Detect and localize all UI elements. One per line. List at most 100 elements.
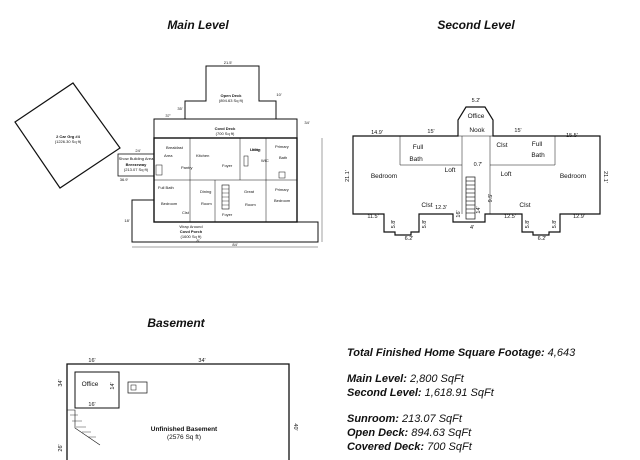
- room-label: Bedroom: [371, 173, 397, 180]
- total-sqft-value: 4,643: [547, 347, 576, 359]
- room-label: Full: [413, 144, 424, 151]
- sunroom-sqft-row: Sunroom: 213.07 SqFt: [347, 412, 575, 426]
- dim-label: 18': [124, 218, 129, 223]
- room-label: Room: [201, 201, 212, 206]
- open-deck-sqft-value: 894.63 SqFt: [411, 427, 472, 439]
- dim-label: 21.1': [345, 170, 351, 182]
- porch-outline: [131, 199, 319, 243]
- dim-label: 12.3': [435, 205, 447, 211]
- room-label: Office: [468, 113, 485, 120]
- basement-office-label: Office: [82, 381, 99, 388]
- room-label: Area: [164, 153, 173, 158]
- dim-label: 16': [456, 210, 462, 217]
- dim-label: 16': [88, 402, 95, 408]
- covered-deck-sqft-row: Covered Deck: 700 SqFt: [347, 440, 575, 454]
- unfinished-basement-area: (2576 Sq ft): [167, 434, 201, 441]
- room-label: Bedroom: [161, 201, 178, 206]
- dim-label: 10': [276, 92, 281, 97]
- main-level-plan: [14, 65, 323, 248]
- sunroom-sqft-value: 213.07 SqFt: [402, 413, 462, 425]
- dim-label: 40': [292, 423, 298, 430]
- dim-label: 16': [88, 358, 95, 364]
- porch-area-label: (1600 Sq ft): [181, 234, 203, 239]
- dim-label: 37': [165, 113, 170, 118]
- dim-label: 34': [58, 379, 64, 386]
- dim-label: 15.5': [566, 133, 578, 139]
- dim-label: 15': [514, 128, 521, 134]
- second-level-labels: Office Nook Full Bath Clst Full Bath Bed…: [345, 98, 608, 242]
- room-label: Foyer: [222, 163, 233, 168]
- unfinished-basement-label: Unfinished Basement: [151, 426, 218, 433]
- dim-label: 12.5': [504, 214, 516, 220]
- main-level-title: Main Level: [167, 18, 229, 32]
- dim-label: 8': [197, 238, 200, 243]
- second-level-sqft-row: Second Level: 1,618.91 SqFt: [347, 386, 575, 400]
- porch-note: Wrap Around: [179, 224, 202, 229]
- dim-label: 21.5': [224, 60, 233, 65]
- room-label: Kitchen: [196, 153, 209, 158]
- room-label: Bath: [279, 155, 287, 160]
- dim-label: 26': [58, 444, 64, 451]
- dim-label: 36.9': [120, 177, 129, 182]
- dim-label: 11.5': [367, 214, 378, 220]
- dim-label: 21.1': [602, 171, 608, 183]
- room-label: Clst: [496, 142, 507, 149]
- dim-label: 5.8': [391, 220, 397, 229]
- basement-stairs: [67, 409, 101, 446]
- second-level-sqft-value: 1,618.91 SqFt: [424, 387, 494, 399]
- dim-label: 24': [135, 148, 140, 153]
- room-label: Primary: [275, 144, 289, 149]
- dim-label: 5.8': [552, 220, 558, 229]
- basement-title: Basement: [147, 316, 205, 330]
- room-label: Great: [244, 189, 255, 194]
- room-label: Dining: [200, 189, 211, 194]
- dim-label: 84': [232, 242, 237, 247]
- basement-outline: [66, 363, 290, 460]
- main-level-labels: 2 Car Grg #4 (1226.30 Sq ft) Open Deck (…: [55, 60, 310, 247]
- room-label: Primary: [275, 187, 289, 192]
- dim-label: 0.7': [474, 162, 483, 168]
- sunroom-sqft-label: Sunroom:: [347, 413, 399, 425]
- dim-label: 6.2': [538, 236, 547, 242]
- dim-label: 5.8': [525, 220, 531, 229]
- porch-label: Covd Porch: [180, 229, 203, 234]
- second-level-sqft-label: Second Level:: [347, 387, 422, 399]
- room-label: Nook: [469, 127, 485, 134]
- room-label: Loft: [445, 167, 456, 174]
- dim-label: 15': [427, 129, 434, 135]
- dim-label: 5.8': [422, 220, 428, 229]
- dim-label: 9.5': [488, 194, 494, 203]
- room-label: Full: [532, 141, 543, 148]
- dim-label: 34': [304, 120, 309, 125]
- room-label: Bedroom: [274, 198, 291, 203]
- open-deck-sqft-row: Open Deck: 894.63 SqFt: [347, 426, 575, 440]
- dim-label: 14.9': [371, 130, 383, 136]
- fixture: [243, 155, 249, 167]
- dim-label: 35': [177, 106, 182, 111]
- main-level-sqft-row: Main Level: 2,800 SqFt: [347, 372, 575, 386]
- total-sqft-row: Total Finished Home Square Footage: 4,64…: [347, 346, 575, 360]
- room-label: Bath: [409, 156, 423, 163]
- room-label: Full Bath: [158, 185, 174, 190]
- room-label: Clst: [519, 202, 530, 209]
- room-label: Foyer: [222, 212, 233, 217]
- room-label: WIC: [261, 158, 269, 163]
- dim-label: 5.2': [472, 98, 481, 104]
- covered-deck-area-label: (700 Sq ft): [216, 131, 235, 136]
- second-level-title: Second Level: [437, 18, 515, 32]
- room-label: Pantry: [181, 165, 193, 170]
- dim-label: 6.2': [405, 236, 414, 242]
- basement-fixture-inner: [130, 384, 137, 391]
- breezeway-label: Breezeway: [126, 162, 147, 167]
- room-label: Clst: [182, 210, 190, 215]
- covered-deck-label: Covd Deck: [215, 126, 236, 131]
- fixture: [278, 171, 286, 179]
- room-label: Bath: [531, 152, 545, 159]
- basement-fixture: [127, 381, 148, 394]
- second-stairs: [465, 176, 476, 220]
- dim-label: 14': [476, 206, 482, 213]
- dim-label: 12.9': [573, 214, 585, 220]
- room-label: Breakfast: [166, 145, 184, 150]
- basement-plan: [66, 363, 290, 460]
- room-label: Loft: [501, 171, 512, 178]
